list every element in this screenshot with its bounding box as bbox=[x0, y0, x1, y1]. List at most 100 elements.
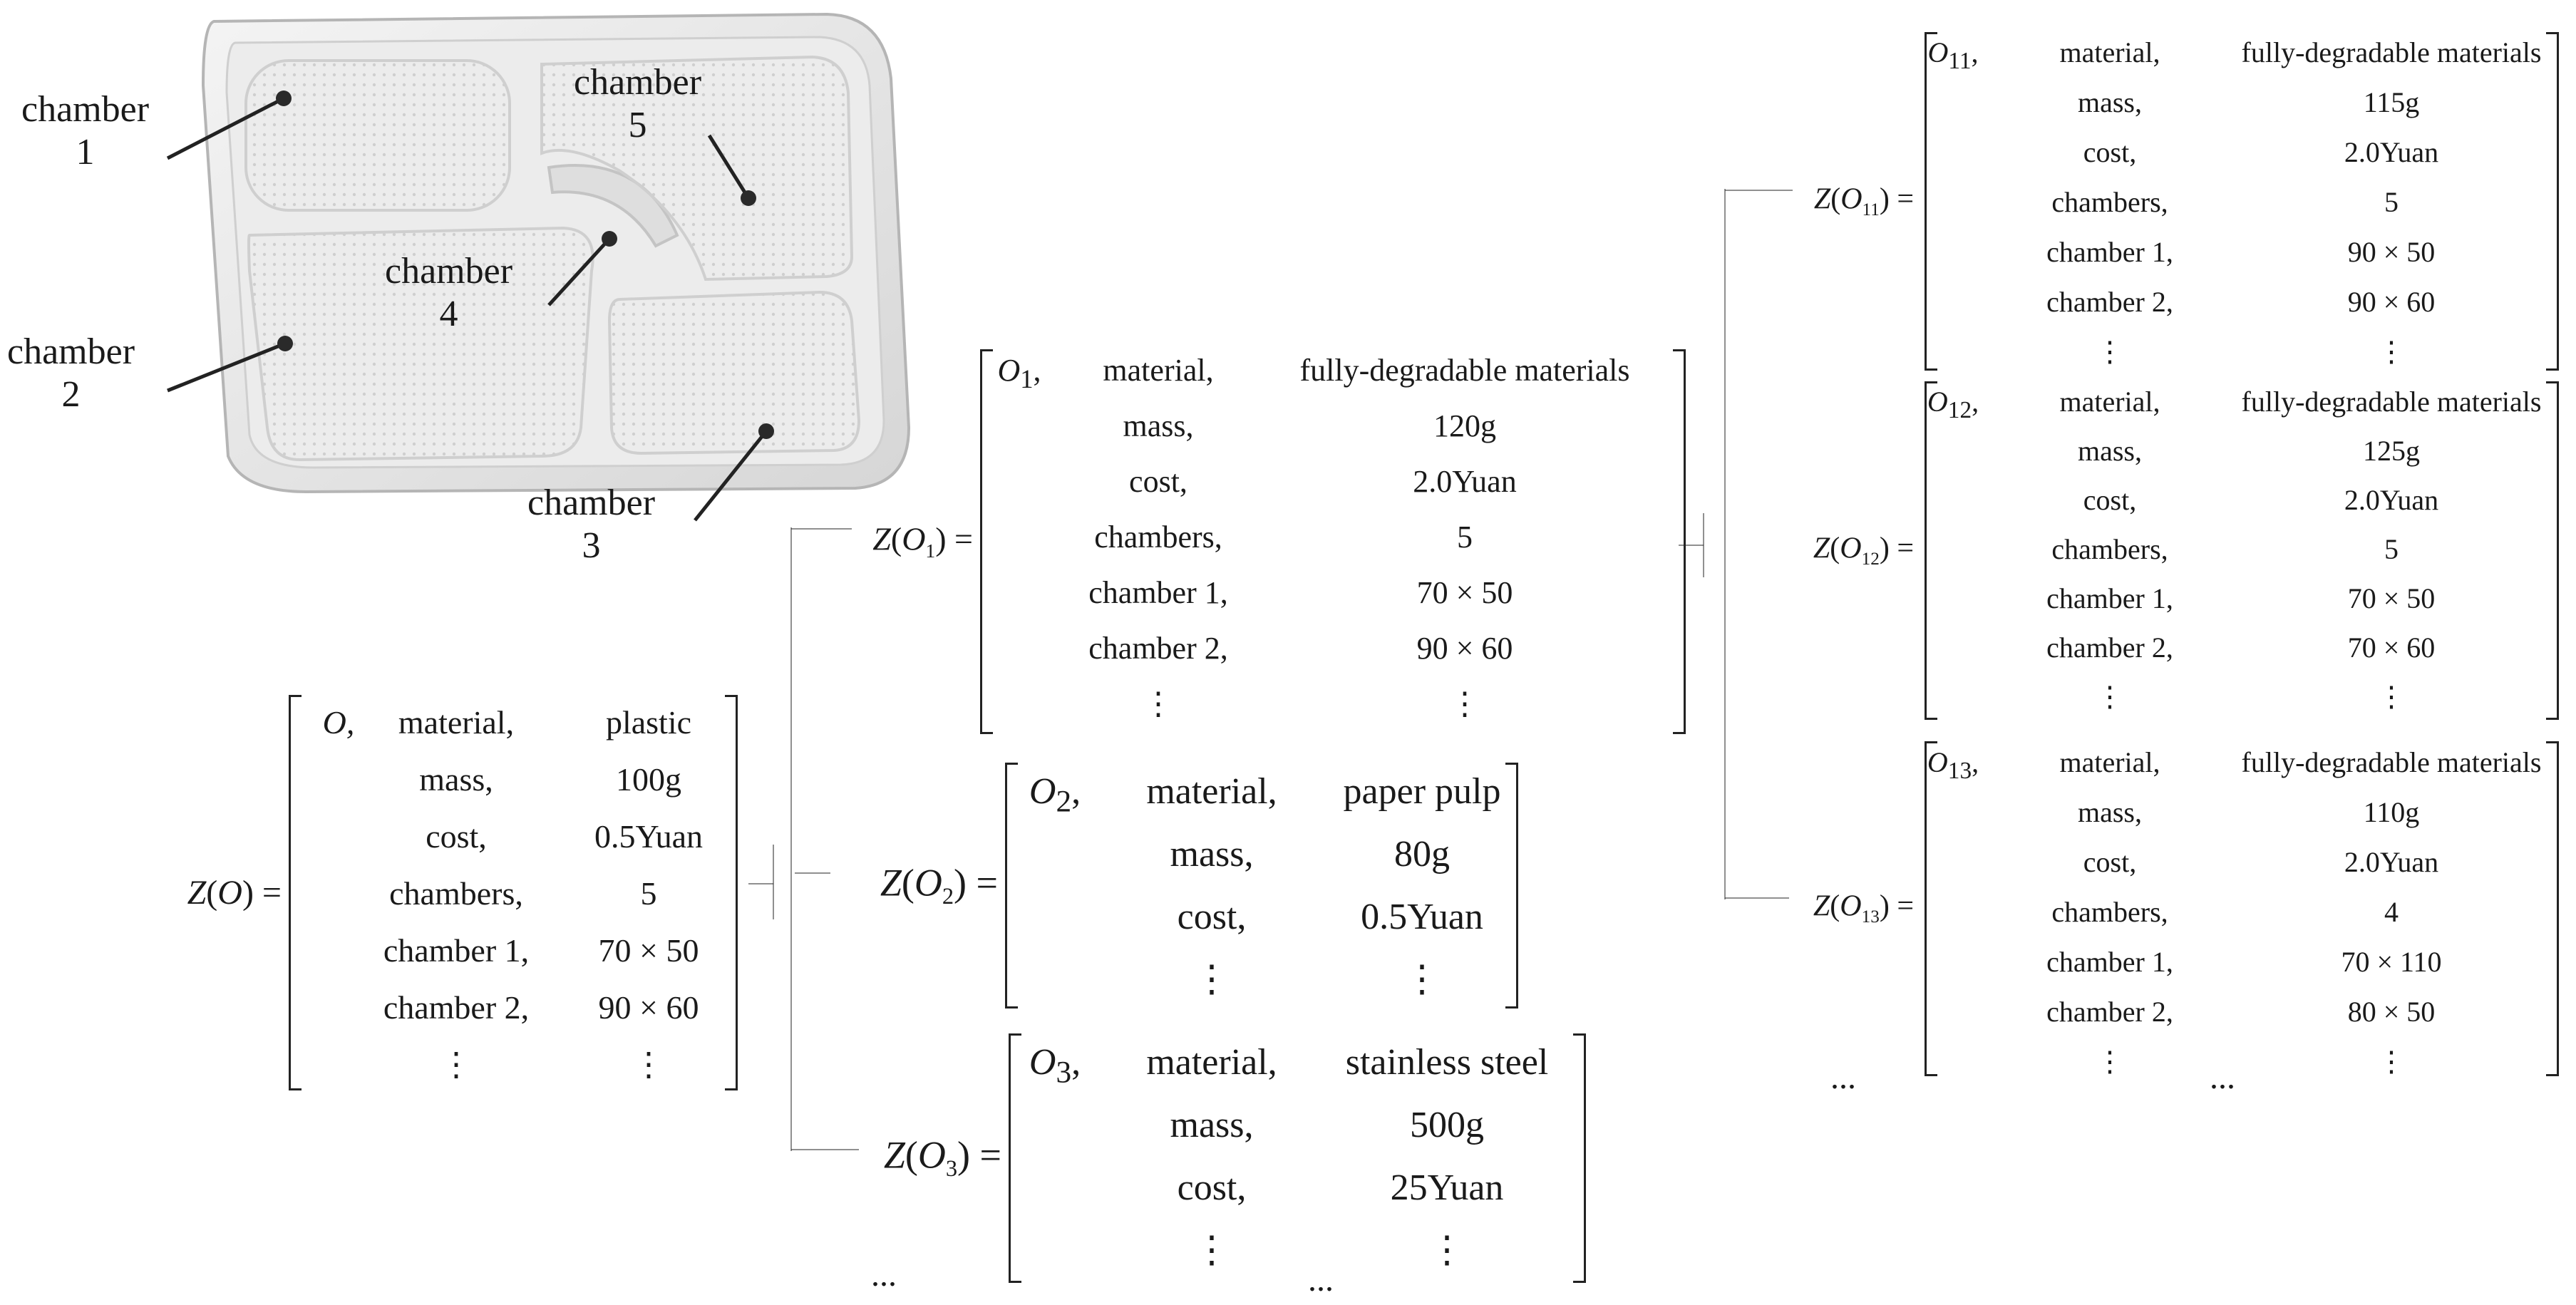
attribute-value: 500g bbox=[1410, 1104, 1484, 1145]
attribute-value: 0.5Yuan bbox=[594, 818, 704, 855]
equation-lhs-o: Z(O) = bbox=[187, 875, 282, 910]
equation-lhs-o12: Z(O12) = bbox=[1813, 533, 1914, 568]
object-subscript: 11 bbox=[1862, 200, 1880, 220]
attribute-value: stainless steel bbox=[1345, 1041, 1549, 1083]
bracket-left bbox=[1925, 381, 1937, 720]
attribute-value: 25Yuan bbox=[1390, 1167, 1504, 1208]
object-symbol: O bbox=[914, 860, 942, 904]
attribute-value: plastic bbox=[605, 704, 692, 741]
vertical-dots: ⋮ bbox=[2096, 336, 2124, 368]
leader-dot-chamber-3 bbox=[758, 423, 774, 439]
bracket-left bbox=[1925, 32, 1937, 371]
comma: , bbox=[1033, 353, 1041, 388]
vertical-dots: ⋮ bbox=[1403, 959, 1441, 1000]
comma: , bbox=[1071, 1041, 1081, 1083]
paren-open: ( bbox=[905, 1133, 918, 1177]
attribute-value: 90 × 60 bbox=[598, 989, 699, 1026]
vertical-dots: ⋮ bbox=[1143, 686, 1174, 722]
attribute-value: 120g bbox=[1433, 408, 1496, 444]
bracket-right bbox=[1573, 1033, 1586, 1283]
equation-lhs-o11: Z(O11) = bbox=[1814, 184, 1914, 219]
leader-line-chamber-1 bbox=[166, 96, 285, 160]
attribute-name: chamber 2, bbox=[2046, 631, 2173, 664]
attribute-name: cost, bbox=[426, 818, 487, 855]
attribute-name: chambers, bbox=[2051, 533, 2168, 565]
equation-lhs-o2: Z(O2) = bbox=[880, 863, 998, 908]
attribute-name: chamber 2, bbox=[1088, 631, 1228, 666]
function-symbol: Z bbox=[1813, 532, 1830, 565]
chamber-1-well bbox=[244, 59, 511, 212]
object-subscript: 2 bbox=[942, 883, 954, 909]
vertical-dots: ⋮ bbox=[2377, 681, 2406, 713]
attribute-name: mass, bbox=[1170, 833, 1254, 875]
attribute-name: cost, bbox=[2083, 846, 2137, 878]
attribute-name: chambers, bbox=[2051, 186, 2168, 218]
attribute-name: cost, bbox=[1129, 464, 1187, 500]
attribute-name: material, bbox=[1146, 1041, 1277, 1083]
attribute-name: chamber 1, bbox=[383, 932, 530, 969]
equation-lhs-o3: Z(O3) = bbox=[884, 1135, 1001, 1180]
attribute-name: mass, bbox=[2078, 796, 2142, 828]
attribute-name: chamber 2, bbox=[383, 989, 530, 1026]
object-name: O2, bbox=[1029, 773, 1081, 817]
attribute-value: 90 × 60 bbox=[2347, 286, 2436, 318]
function-symbol: Z bbox=[1813, 182, 1831, 216]
attribute-value: 70 × 60 bbox=[2347, 631, 2436, 664]
comma: , bbox=[1972, 746, 1979, 778]
bracket-right bbox=[725, 695, 738, 1090]
bracket-left bbox=[289, 695, 302, 1090]
attribute-name: material, bbox=[1103, 353, 1214, 388]
object-subscript: 13 bbox=[1861, 907, 1880, 927]
attribute-name: cost, bbox=[2083, 484, 2137, 516]
chamber-4-well bbox=[547, 164, 679, 248]
ellipsis-below-o13: ... bbox=[1830, 1058, 1856, 1096]
paren-open: ( bbox=[1830, 182, 1841, 216]
paren-close: ) bbox=[954, 860, 967, 904]
leader-dot-chamber-5 bbox=[741, 190, 756, 206]
attribute-value: 125g bbox=[2363, 435, 2420, 467]
paren-close: ) bbox=[957, 1133, 971, 1177]
attribute-value: 100g bbox=[616, 761, 681, 798]
attribute-name: material, bbox=[2059, 746, 2160, 778]
equation-lhs-o1: Z(O1) = bbox=[872, 520, 973, 561]
vertical-dots: ⋮ bbox=[2377, 1046, 2406, 1078]
object-symbol: O bbox=[902, 520, 926, 557]
attribute-name: mass, bbox=[419, 761, 493, 798]
vertical-dots: ⋮ bbox=[1449, 686, 1480, 722]
equals-sign: = bbox=[1889, 532, 1914, 565]
object-subscript: 12 bbox=[1947, 397, 1972, 423]
object-subscript: 13 bbox=[1947, 758, 1972, 784]
vertical-dots: ⋮ bbox=[440, 1046, 473, 1083]
attribute-value: 5 bbox=[640, 875, 657, 912]
bracket-left bbox=[1925, 741, 1937, 1076]
function-symbol: Z bbox=[883, 1133, 905, 1177]
bracket-right bbox=[1505, 763, 1518, 1009]
object-subscript: 2 bbox=[1056, 783, 1072, 818]
equals-sign: = bbox=[1889, 889, 1914, 923]
attribute-value: fully-degradable materials bbox=[2241, 36, 2542, 68]
paren-open: ( bbox=[1830, 532, 1840, 565]
function-symbol: Z bbox=[872, 520, 891, 557]
attribute-value: 2.0Yuan bbox=[2344, 484, 2439, 516]
attribute-name: mass, bbox=[2078, 435, 2142, 467]
attribute-name: cost, bbox=[1177, 896, 1247, 937]
attribute-name: material, bbox=[2059, 386, 2160, 418]
attribute-name: chamber 1, bbox=[2046, 582, 2173, 614]
bracket-left bbox=[1009, 1033, 1021, 1283]
object-name: O, bbox=[323, 706, 355, 739]
attribute-name: mass, bbox=[2078, 86, 2142, 118]
ellipsis-beside-o3: ... bbox=[1308, 1261, 1334, 1299]
attribute-value: 80 × 50 bbox=[2347, 996, 2436, 1028]
attribute-name: chamber 2, bbox=[2046, 286, 2173, 318]
bracket-right bbox=[1673, 349, 1686, 734]
vertical-dots: ⋮ bbox=[1193, 959, 1230, 1000]
attribute-value: fully-degradable materials bbox=[2241, 386, 2542, 418]
vertical-dots: ⋮ bbox=[2096, 681, 2124, 713]
